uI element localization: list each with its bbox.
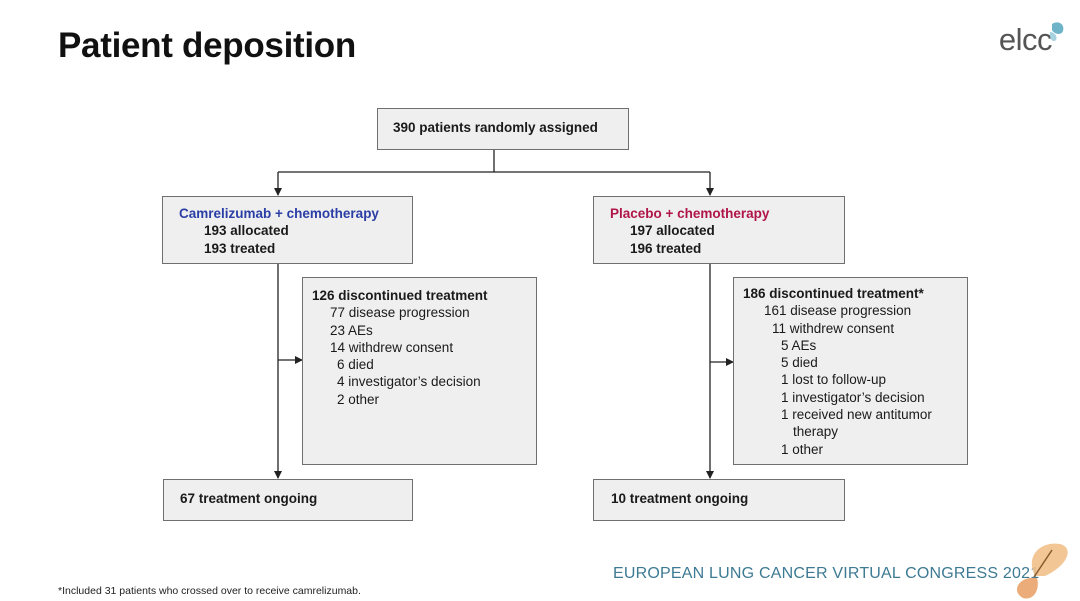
left-reason: 23 AEs bbox=[330, 322, 373, 338]
footnote: *Included 31 patients who crossed over t… bbox=[58, 585, 361, 597]
randomized-box: 390 patients randomly assigned bbox=[377, 108, 629, 150]
left-reason: 6 died bbox=[337, 357, 374, 373]
left-discontinued-heading: 126 discontinued treatment bbox=[312, 288, 488, 303]
left-reason: 4 investigator’s decision bbox=[337, 374, 481, 390]
left-ongoing-box: 67 treatment ongoing bbox=[163, 479, 413, 521]
left-arm-allocated: 193 allocated bbox=[204, 223, 289, 239]
right-arm-treated: 196 treated bbox=[630, 240, 702, 256]
right-reason: therapy bbox=[793, 424, 839, 440]
right-reason: 11 withdrew consent bbox=[772, 320, 895, 336]
right-reason: 5 AEs bbox=[781, 337, 817, 353]
right-reason: 1 lost to follow-up bbox=[781, 372, 887, 388]
right-ongoing-box: 10 treatment ongoing bbox=[593, 479, 845, 521]
randomized-text: 390 patients randomly assigned bbox=[393, 120, 598, 135]
right-reason: 5 died bbox=[781, 355, 818, 371]
right-discontinued-heading: 186 discontinued treatment* bbox=[743, 286, 924, 301]
elcc-logo-icon bbox=[1049, 22, 1064, 42]
right-arm-name: Placebo + chemotherapy bbox=[610, 206, 770, 221]
left-arm-name: Camrelizumab + chemotherapy bbox=[179, 206, 379, 221]
right-reason: 1 received new antitumor bbox=[781, 407, 932, 423]
elcc-logo-text: elcc bbox=[998, 22, 1053, 57]
left-ongoing-text: 67 treatment ongoing bbox=[180, 491, 318, 506]
butterfly-icon bbox=[1016, 543, 1068, 599]
left-reason: 77 disease progression bbox=[330, 305, 470, 321]
congress-banner: EUROPEAN LUNG CANCER VIRTUAL CONGRESS 20… bbox=[613, 565, 1040, 582]
right-discontinued-box: 186 discontinued treatment* 161 disease … bbox=[733, 277, 968, 465]
right-arm-allocated: 197 allocated bbox=[630, 223, 715, 239]
left-discontinued-box: 126 discontinued treatment 77 disease pr… bbox=[302, 277, 537, 465]
right-reason: 161 disease progression bbox=[764, 303, 912, 319]
right-arm-box: Placebo + chemotherapy 197 allocated 196… bbox=[593, 196, 845, 264]
right-reason: 1 investigator’s decision bbox=[781, 389, 925, 405]
right-reason: 1 other bbox=[781, 441, 824, 457]
right-ongoing-text: 10 treatment ongoing bbox=[611, 491, 749, 506]
left-arm-box: Camrelizumab + chemotherapy 193 allocate… bbox=[162, 196, 413, 264]
left-reason: 14 withdrew consent bbox=[330, 339, 454, 355]
page-title: Patient deposition bbox=[58, 26, 356, 65]
left-arm-treated: 193 treated bbox=[204, 240, 276, 256]
left-reason: 2 other bbox=[337, 391, 380, 407]
